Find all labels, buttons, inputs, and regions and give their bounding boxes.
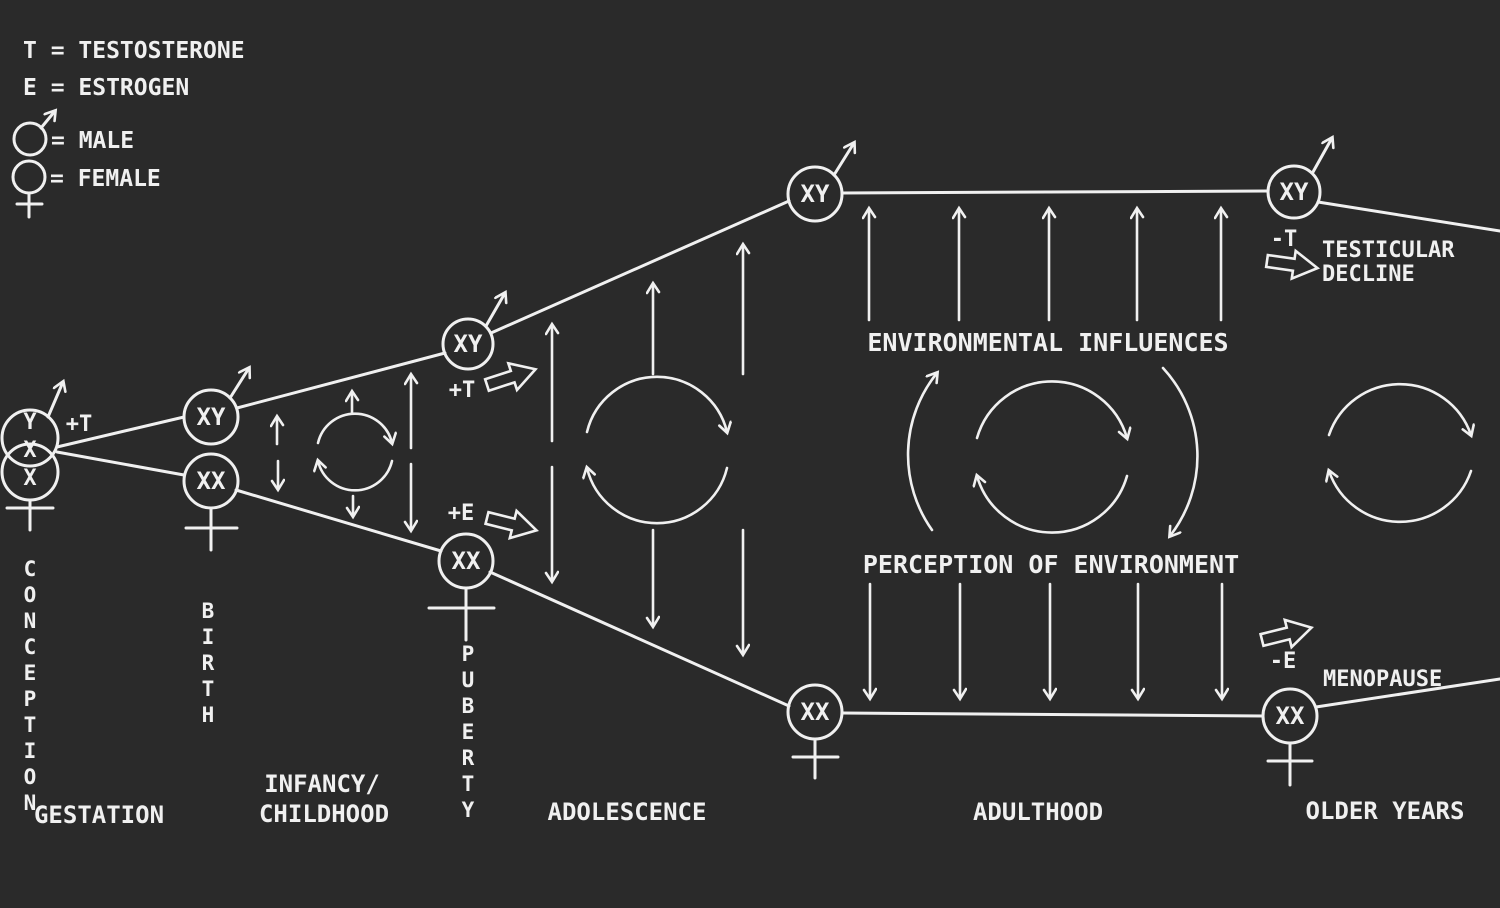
infancy-exchange xyxy=(318,375,411,530)
older-cycle-top-arc-icon xyxy=(1327,382,1471,435)
perception-of-environment-label: PERCEPTION OF ENVIRONMENT xyxy=(863,550,1239,579)
older-minus-e-label: -E xyxy=(1270,649,1297,674)
menopause-label: MENOPAUSE xyxy=(1323,667,1442,692)
stage-adolescence: ADOLESCENCE xyxy=(548,798,707,826)
environmental-influences-label: ENVIRONMENTAL INFLUENCES xyxy=(867,328,1228,357)
older-xy-circle xyxy=(1266,164,1322,220)
line-conception-to-birth-female xyxy=(55,450,186,477)
infancy-cycle-bottom-arc-icon xyxy=(318,461,394,492)
conception-node: Y X X +T xyxy=(0,382,93,532)
puberty-plus-t-block-arrow-icon xyxy=(483,361,538,393)
older-minus-t-block-arrow-icon xyxy=(1264,248,1321,281)
conception-chromosome-x2: X xyxy=(23,466,36,491)
older-xy-label: XY xyxy=(1280,178,1309,206)
milestone-puberty: PUBERTY xyxy=(456,642,480,824)
adolescence-cycle-bottom-arc-icon xyxy=(587,468,729,525)
puberty-plus-e-label: +E xyxy=(448,501,475,526)
line-puberty-to-adult-male xyxy=(489,199,791,335)
conception-chromosome-y: Y xyxy=(23,410,37,435)
line-adult-male xyxy=(840,189,1270,195)
adult-xy-label: XY xyxy=(801,180,830,208)
female-symbol-icon xyxy=(11,159,47,219)
adolescence-cycle-top-arc-icon xyxy=(585,375,727,432)
timeline-lines xyxy=(55,189,1500,718)
male-symbol-icon xyxy=(12,111,55,157)
adult-xx-label: XX xyxy=(801,698,830,726)
adulthood-section: XY XX ENVIRONMENTAL INFLUENCES PERCEPTIO… xyxy=(786,143,1239,780)
male-symbol-circle xyxy=(12,121,48,157)
adult-cycle-top-arc-icon xyxy=(975,380,1127,438)
puberty-xx-label: XX xyxy=(452,547,481,575)
stage-older-years: OLDER YEARS xyxy=(1306,797,1465,825)
infancy-cycle-top-arc-icon xyxy=(316,412,392,443)
line-birth-to-puberty-female xyxy=(234,488,443,553)
milestone-birth: BIRTH xyxy=(196,599,220,729)
stage-labels: GESTATION INFANCY/ CHILDHOOD ADOLESCENCE… xyxy=(34,770,1465,829)
legend: T = TESTOSTERONE E = ESTROGEN = MALE = F… xyxy=(11,38,245,219)
conception-hormone-label: +T xyxy=(66,412,93,437)
adult-cycle-bottom-arc-icon xyxy=(977,476,1129,534)
stage-infancy-line2: CHILDHOOD xyxy=(259,800,389,828)
stage-gestation: GESTATION xyxy=(34,801,164,829)
testicular-decline-line1: TESTICULAR xyxy=(1322,238,1455,263)
line-testicular-decline xyxy=(1316,200,1500,233)
older-minus-e-block-arrow-icon xyxy=(1258,618,1314,650)
puberty-plus-e-block-arrow-icon xyxy=(483,508,539,540)
older-minus-t-label: -T xyxy=(1271,227,1298,252)
birth-xy-label: XY xyxy=(197,403,226,431)
puberty-xy-circle xyxy=(441,317,495,371)
adult-outer-left-arc-icon xyxy=(906,373,937,532)
birth-xx-label: XX xyxy=(197,467,226,495)
line-puberty-to-adult-female xyxy=(488,570,791,708)
older-years-section: XY -T TESTICULAR DECLINE XX -E MENOPAUSE xyxy=(1258,138,1473,787)
puberty-nodes: XY +T XX +E xyxy=(427,293,539,642)
birth-nodes: XY XX xyxy=(182,368,278,552)
conception-male-arrow-icon xyxy=(46,382,63,419)
puberty-plus-t-label: +T xyxy=(449,378,476,403)
legend-estrogen: E = ESTROGEN xyxy=(23,75,189,101)
line-menopause xyxy=(1314,677,1500,709)
legend-female: = FEMALE xyxy=(50,166,161,192)
birth-male-arrow-icon xyxy=(228,368,249,400)
legend-male: = MALE xyxy=(51,128,134,154)
puberty-xy-label: XY xyxy=(454,330,483,358)
conception-chromosome-x1: X xyxy=(23,438,36,463)
line-birth-to-puberty-male xyxy=(235,351,447,410)
adolescence-exchange xyxy=(552,245,743,654)
conception-circle-top xyxy=(0,408,60,468)
line-conception-to-birth-male xyxy=(55,415,186,449)
adult-xy-circle xyxy=(786,165,844,223)
line-adult-female xyxy=(840,711,1265,718)
stage-infancy-line1: INFANCY/ xyxy=(264,770,380,798)
milestone-conception: CONCEPTION xyxy=(18,557,42,817)
male-symbol-arrow xyxy=(39,111,55,130)
female-symbol-circle xyxy=(11,159,47,195)
older-cycle-bottom-arc-icon xyxy=(1329,471,1473,524)
testicular-decline-line2: DECLINE xyxy=(1322,262,1415,287)
adult-outer-right-arc-icon xyxy=(1161,366,1199,536)
birth-xy-circle xyxy=(182,388,240,446)
older-male-arrow-icon xyxy=(1311,138,1332,174)
stage-adulthood: ADULTHOOD xyxy=(973,798,1103,826)
adult-male-arrow-icon xyxy=(832,143,854,177)
puberty-male-arrow-icon xyxy=(484,293,505,328)
legend-testosterone: T = TESTOSTERONE xyxy=(23,38,245,64)
older-xx-label: XX xyxy=(1276,702,1305,730)
